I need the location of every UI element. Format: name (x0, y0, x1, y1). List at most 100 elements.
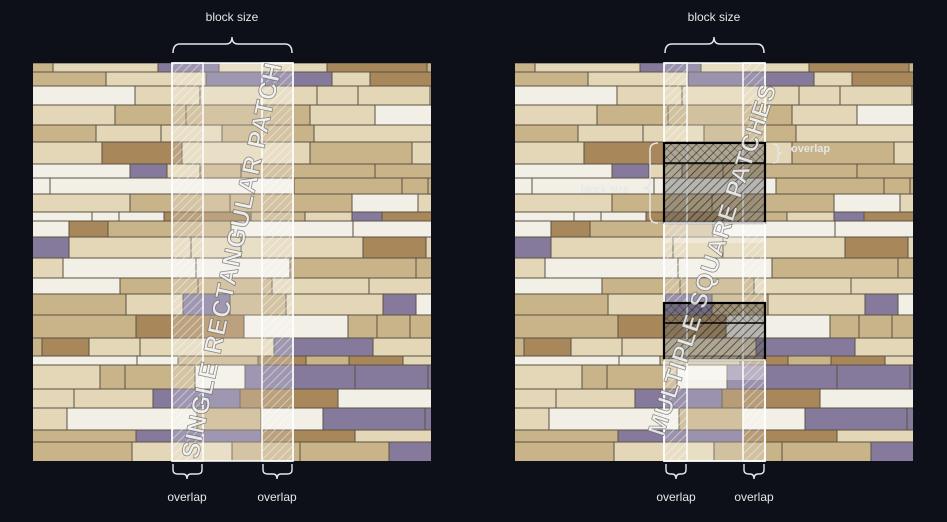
stone-brick (551, 221, 590, 237)
stone-brick (787, 212, 834, 221)
stone-brick (834, 212, 864, 221)
stone-brick (884, 178, 910, 194)
stone-brick (32, 221, 69, 237)
stone-brick (50, 178, 172, 194)
stone-brick (772, 258, 898, 278)
stone-brick (373, 338, 441, 356)
stone-brick (410, 315, 444, 338)
stone-brick (17, 237, 69, 258)
stone-brick (0, 63, 53, 72)
stone-brick (383, 294, 416, 315)
stone-brick (601, 212, 646, 221)
stone-brick (514, 221, 551, 237)
stone-brick (375, 105, 473, 125)
stone-brick (0, 338, 42, 356)
stone-brick (306, 356, 349, 365)
stone-brick (370, 72, 496, 86)
stone-brick (310, 105, 375, 125)
stone-brick (499, 237, 551, 258)
left-overlap-label-right: overlap (257, 490, 297, 504)
stone-brick (403, 356, 489, 365)
stone-brick (535, 63, 640, 72)
stone-brick (332, 72, 370, 86)
stone-brick (894, 142, 947, 164)
stone-brick (908, 237, 947, 258)
left-block-size-label: block size (206, 10, 259, 24)
stone-brick (314, 125, 438, 142)
right-block-size-label-top: block size (688, 10, 741, 24)
stone-brick (809, 63, 909, 72)
stone-brick (857, 164, 947, 178)
stone-brick (10, 86, 135, 105)
stone-brick (27, 125, 96, 142)
stone-brick (10, 178, 50, 194)
stone-brick (412, 142, 501, 164)
stone-brick (799, 86, 840, 105)
right-overlap-bracket-right (744, 464, 764, 479)
stone-brick (900, 194, 938, 212)
stone-brick (102, 142, 182, 164)
stone-brick (792, 105, 857, 125)
stone-brick (479, 212, 574, 221)
stone-brick (490, 142, 584, 164)
stone-brick (300, 442, 389, 464)
stone-brick (352, 194, 418, 212)
stone-brick (796, 125, 920, 142)
stone-brick (348, 315, 377, 338)
stone-brick (487, 72, 588, 86)
stone-brick (871, 442, 947, 464)
stone-brick (830, 315, 859, 338)
stone-brick (18, 164, 130, 178)
stone-brick (756, 338, 855, 356)
stone-brick (402, 178, 428, 194)
stone-brick (857, 105, 947, 125)
stone-brick (74, 389, 153, 408)
stone-brick (290, 258, 416, 278)
stone-brick (814, 72, 852, 86)
stone-brick (428, 178, 461, 194)
stone-brick (501, 294, 608, 315)
stone-brick (551, 237, 673, 258)
stone-brick (24, 194, 130, 212)
stone-brick (11, 278, 120, 294)
stone-brick (100, 365, 125, 389)
left-overlap-label-left: overlap (167, 490, 207, 504)
stone-brick (608, 294, 665, 315)
stone-brick (597, 105, 668, 125)
stone-brick (375, 164, 469, 178)
stone-brick (69, 221, 108, 237)
stone-brick (389, 442, 512, 464)
left-block-size-bracket (173, 37, 292, 53)
stone-brick (416, 294, 531, 315)
left-overlap-bracket-left (173, 464, 202, 479)
stone-brick (776, 178, 884, 194)
stone-brick (382, 212, 484, 221)
stone-brick (286, 294, 383, 315)
right-overlap-label-side: overlap (791, 143, 830, 155)
stone-brick (6, 315, 136, 338)
stone-brick (835, 221, 947, 237)
stone-brick (0, 105, 29, 125)
stone-brick (89, 338, 140, 356)
left-panel: SINGLE RECTANGULAR PATCH block size over… (0, 10, 558, 504)
stone-brick (5, 72, 106, 86)
right-panel: MULTIPLE SQUARE PATCHES block size block… (476, 10, 947, 504)
stone-brick (294, 178, 402, 194)
stone-brick (92, 212, 119, 221)
stone-brick (852, 72, 947, 86)
stone-brick (363, 237, 426, 258)
stone-brick (859, 315, 892, 338)
stone-brick (831, 356, 885, 365)
right-overlap-label-left: overlap (656, 490, 696, 504)
stone-brick (19, 294, 126, 315)
right-overlap-label-right: overlap (734, 490, 774, 504)
stone-brick (416, 258, 511, 278)
left-overlap-bracket-right (263, 464, 292, 479)
stone-brick (578, 125, 643, 142)
stone-brick (327, 63, 427, 72)
stone-brick (358, 86, 430, 105)
stone-brick (338, 389, 443, 408)
stone-brick (885, 356, 947, 365)
stone-brick (24, 430, 136, 442)
